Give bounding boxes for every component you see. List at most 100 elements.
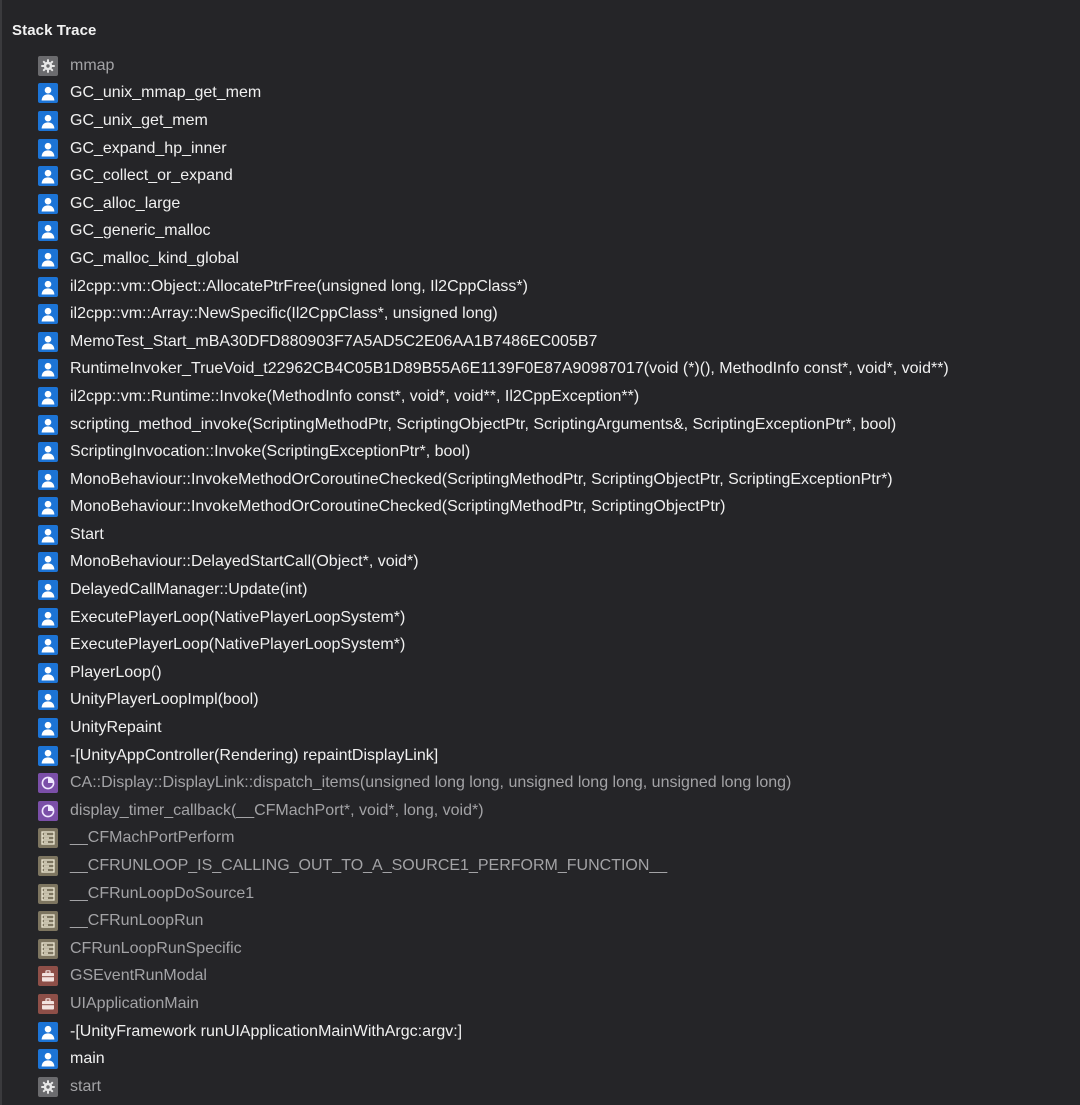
stack-frame[interactable]: GC_alloc_large bbox=[38, 190, 1080, 218]
user-code-icon bbox=[38, 83, 58, 104]
stack-frame[interactable]: ExecutePlayerLoop(NativePlayerLoopSystem… bbox=[38, 631, 1080, 659]
user-code-icon bbox=[38, 276, 58, 297]
gear-icon bbox=[38, 55, 58, 76]
stack-frame[interactable]: MemoTest_Start_mBA30DFD880903F7A5AD5C2E0… bbox=[38, 328, 1080, 356]
user-code-icon bbox=[38, 138, 58, 159]
stack-frame[interactable]: mmap bbox=[38, 52, 1080, 80]
stack-frame[interactable]: DelayedCallManager::Update(int) bbox=[38, 576, 1080, 604]
user-code-icon bbox=[38, 497, 58, 518]
stack-frame-label: CA::Display::DisplayLink::dispatch_items… bbox=[70, 774, 792, 792]
stack-frame[interactable]: ExecutePlayerLoop(NativePlayerLoopSystem… bbox=[38, 604, 1080, 632]
stack-frame-list: mmap GC_unix_mmap_get_mem GC_unix_get_me… bbox=[38, 52, 1080, 1101]
stack-frame-label: -[UnityFramework runUIApplicationMainWit… bbox=[70, 1022, 463, 1040]
user-code-icon bbox=[38, 166, 58, 187]
stack-frame-label: MonoBehaviour::InvokeMethodOrCoroutineCh… bbox=[70, 470, 893, 488]
user-code-icon bbox=[38, 635, 58, 656]
user-code-icon bbox=[38, 1021, 58, 1042]
panel-left-border bbox=[0, 0, 2, 1105]
stack-frame-label: ExecutePlayerLoop(NativePlayerLoopSystem… bbox=[70, 636, 406, 654]
stack-frame-label: __CFMachPortPerform bbox=[70, 829, 235, 847]
briefcase-icon bbox=[38, 966, 58, 987]
stack-frame[interactable]: __CFRunLoopDoSource1 bbox=[38, 880, 1080, 908]
stack-frame[interactable]: CFRunLoopRunSpecific bbox=[38, 935, 1080, 963]
stack-frame[interactable]: CA::Display::DisplayLink::dispatch_items… bbox=[38, 769, 1080, 797]
stack-frame-label: MonoBehaviour::DelayedStartCall(Object*,… bbox=[70, 553, 419, 571]
user-code-icon bbox=[38, 718, 58, 739]
gear-icon bbox=[38, 1076, 58, 1097]
library-icon bbox=[38, 911, 58, 932]
stack-frame-label: il2cpp::vm::Runtime::Invoke(MethodInfo c… bbox=[70, 387, 640, 405]
briefcase-icon bbox=[38, 993, 58, 1014]
stack-frame[interactable]: il2cpp::vm::Array::NewSpecific(Il2CppCla… bbox=[38, 300, 1080, 328]
user-code-icon bbox=[38, 331, 58, 352]
stack-frame[interactable]: il2cpp::vm::Runtime::Invoke(MethodInfo c… bbox=[38, 383, 1080, 411]
stack-frame[interactable]: __CFRUNLOOP_IS_CALLING_OUT_TO_A_SOURCE1_… bbox=[38, 852, 1080, 880]
stack-frame[interactable]: MonoBehaviour::InvokeMethodOrCoroutineCh… bbox=[38, 494, 1080, 522]
stack-frame[interactable]: GC_expand_hp_inner bbox=[38, 135, 1080, 163]
stack-frame[interactable]: GC_unix_mmap_get_mem bbox=[38, 80, 1080, 108]
stack-frame[interactable]: main bbox=[38, 1045, 1080, 1073]
stack-frame-label: __CFRunLoopRun bbox=[70, 912, 204, 930]
stack-frame[interactable]: UIApplicationMain bbox=[38, 990, 1080, 1018]
user-code-icon bbox=[38, 1049, 58, 1070]
stack-frame-label: UIApplicationMain bbox=[70, 994, 199, 1012]
stack-frame-label: GC_malloc_kind_global bbox=[70, 249, 239, 267]
stack-frame[interactable]: Start bbox=[38, 521, 1080, 549]
stack-frame[interactable]: scripting_method_invoke(ScriptingMethodP… bbox=[38, 411, 1080, 439]
stack-frame[interactable]: ScriptingInvocation::Invoke(ScriptingExc… bbox=[38, 438, 1080, 466]
user-code-icon bbox=[38, 662, 58, 683]
user-code-icon bbox=[38, 524, 58, 545]
user-code-icon bbox=[38, 304, 58, 325]
user-code-icon bbox=[38, 690, 58, 711]
stack-frame-label: __CFRunLoopDoSource1 bbox=[70, 884, 255, 902]
user-code-icon bbox=[38, 580, 58, 601]
stack-frame[interactable]: GC_malloc_kind_global bbox=[38, 245, 1080, 273]
user-code-icon bbox=[38, 248, 58, 269]
user-code-icon bbox=[38, 414, 58, 435]
stack-trace-title: Stack Trace bbox=[12, 22, 97, 39]
stack-frame[interactable]: -[UnityFramework runUIApplicationMainWit… bbox=[38, 1018, 1080, 1046]
stack-frame-label: ExecutePlayerLoop(NativePlayerLoopSystem… bbox=[70, 608, 406, 626]
user-code-icon bbox=[38, 745, 58, 766]
stack-frame[interactable]: display_timer_callback(__CFMachPort*, vo… bbox=[38, 797, 1080, 825]
user-code-icon bbox=[38, 607, 58, 628]
user-code-icon bbox=[38, 442, 58, 463]
user-code-icon bbox=[38, 359, 58, 380]
stack-frame-label: UnityRepaint bbox=[70, 719, 162, 737]
stack-frame[interactable]: __CFMachPortPerform bbox=[38, 825, 1080, 853]
library-icon bbox=[38, 856, 58, 877]
stack-frame[interactable]: UnityRepaint bbox=[38, 714, 1080, 742]
stack-frame[interactable]: UnityPlayerLoopImpl(bool) bbox=[38, 687, 1080, 715]
stack-frame[interactable]: PlayerLoop() bbox=[38, 659, 1080, 687]
stack-frame[interactable]: GC_generic_malloc bbox=[38, 218, 1080, 246]
stack-frame-label: ScriptingInvocation::Invoke(ScriptingExc… bbox=[70, 443, 471, 461]
user-code-icon bbox=[38, 110, 58, 131]
stack-frame[interactable]: MonoBehaviour::DelayedStartCall(Object*,… bbox=[38, 549, 1080, 577]
stack-frame-label: Start bbox=[70, 525, 104, 543]
stack-frame-label: mmap bbox=[70, 56, 115, 74]
library-icon bbox=[38, 938, 58, 959]
stack-frame[interactable]: GSEventRunModal bbox=[38, 963, 1080, 991]
stack-frame-label: __CFRUNLOOP_IS_CALLING_OUT_TO_A_SOURCE1_… bbox=[70, 857, 668, 875]
stack-frame-label: il2cpp::vm::Array::NewSpecific(Il2CppCla… bbox=[70, 305, 498, 323]
stack-frame[interactable]: RuntimeInvoker_TrueVoid_t22962CB4C05B1D8… bbox=[38, 356, 1080, 384]
stack-frame[interactable]: __CFRunLoopRun bbox=[38, 907, 1080, 935]
user-code-icon bbox=[38, 386, 58, 407]
stack-frame[interactable]: il2cpp::vm::Object::AllocatePtrFree(unsi… bbox=[38, 273, 1080, 301]
stack-frame-label: GSEventRunModal bbox=[70, 967, 207, 985]
stack-frame-label: il2cpp::vm::Object::AllocatePtrFree(unsi… bbox=[70, 277, 528, 295]
stack-frame[interactable]: start bbox=[38, 1073, 1080, 1101]
library-icon bbox=[38, 883, 58, 904]
stack-frame-label: GC_unix_get_mem bbox=[70, 111, 208, 129]
stack-frame[interactable]: GC_unix_get_mem bbox=[38, 107, 1080, 135]
stack-frame-label: RuntimeInvoker_TrueVoid_t22962CB4C05B1D8… bbox=[70, 360, 949, 378]
display-icon bbox=[38, 773, 58, 794]
stack-frame-label: PlayerLoop() bbox=[70, 663, 162, 681]
stack-frame-label: -[UnityAppController(Rendering) repaintD… bbox=[70, 746, 439, 764]
stack-frame[interactable]: MonoBehaviour::InvokeMethodOrCoroutineCh… bbox=[38, 466, 1080, 494]
stack-frame[interactable]: GC_collect_or_expand bbox=[38, 162, 1080, 190]
stack-frame-label: GC_unix_mmap_get_mem bbox=[70, 84, 262, 102]
stack-frame-label: CFRunLoopRunSpecific bbox=[70, 939, 242, 957]
stack-frame[interactable]: -[UnityAppController(Rendering) repaintD… bbox=[38, 742, 1080, 770]
stack-frame-label: GC_collect_or_expand bbox=[70, 167, 233, 185]
